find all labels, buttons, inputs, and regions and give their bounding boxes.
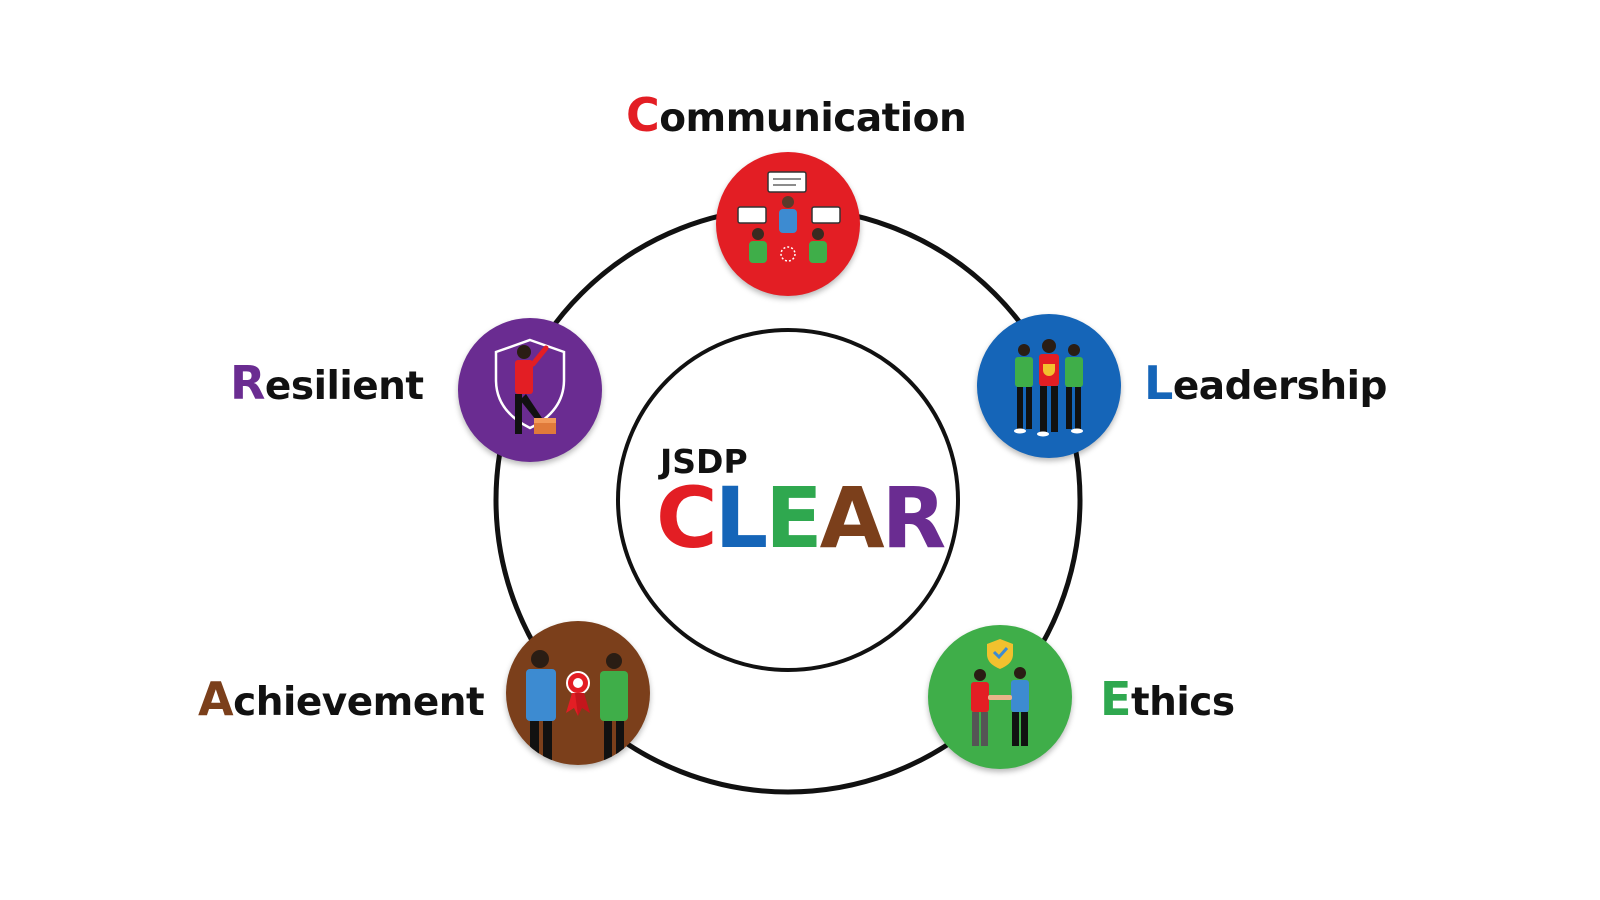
resilient-shield-icon	[494, 338, 566, 434]
acronym-letter-a: A	[819, 469, 885, 567]
communication-rest: ommunication	[659, 96, 967, 141]
leadership-label: Leadership	[1144, 356, 1387, 410]
acronym-letter-l: L	[714, 469, 769, 567]
leadership-initial: L	[1144, 356, 1173, 410]
ethics-node	[928, 625, 1072, 769]
communication-initial: C	[626, 88, 660, 142]
leadership-node	[977, 314, 1121, 458]
achievement-label: Achievement	[198, 672, 485, 726]
ethics-rest: thics	[1130, 680, 1235, 725]
leadership-team-trophy-icon	[1014, 339, 1083, 437]
communication-label: Communication	[626, 88, 967, 142]
achievement-node	[506, 621, 650, 765]
resilient-initial: R	[230, 356, 265, 410]
acronym-letter-r: R	[881, 469, 947, 567]
achievement-rest: chievement	[233, 680, 485, 725]
communication-group-icon	[737, 171, 841, 263]
ethics-initial: E	[1100, 672, 1131, 726]
resilient-label: Resilient	[230, 356, 424, 410]
achievement-initial: A	[198, 672, 234, 726]
resilient-rest: esilient	[264, 364, 424, 409]
center-title: JSDP	[660, 442, 748, 481]
ethics-label: Ethics	[1100, 672, 1235, 726]
inner-circle	[616, 328, 960, 672]
communication-node	[716, 152, 860, 296]
acronym-letter-e: E	[765, 469, 822, 567]
ethics-handshake-icon	[971, 639, 1029, 746]
leadership-rest: eadership	[1172, 364, 1388, 409]
acronym-letter-c: C	[656, 469, 718, 567]
achievement-award-ribbon-icon	[526, 650, 628, 765]
resilient-node	[458, 318, 602, 462]
center-acronym: CLEAR	[656, 476, 946, 560]
